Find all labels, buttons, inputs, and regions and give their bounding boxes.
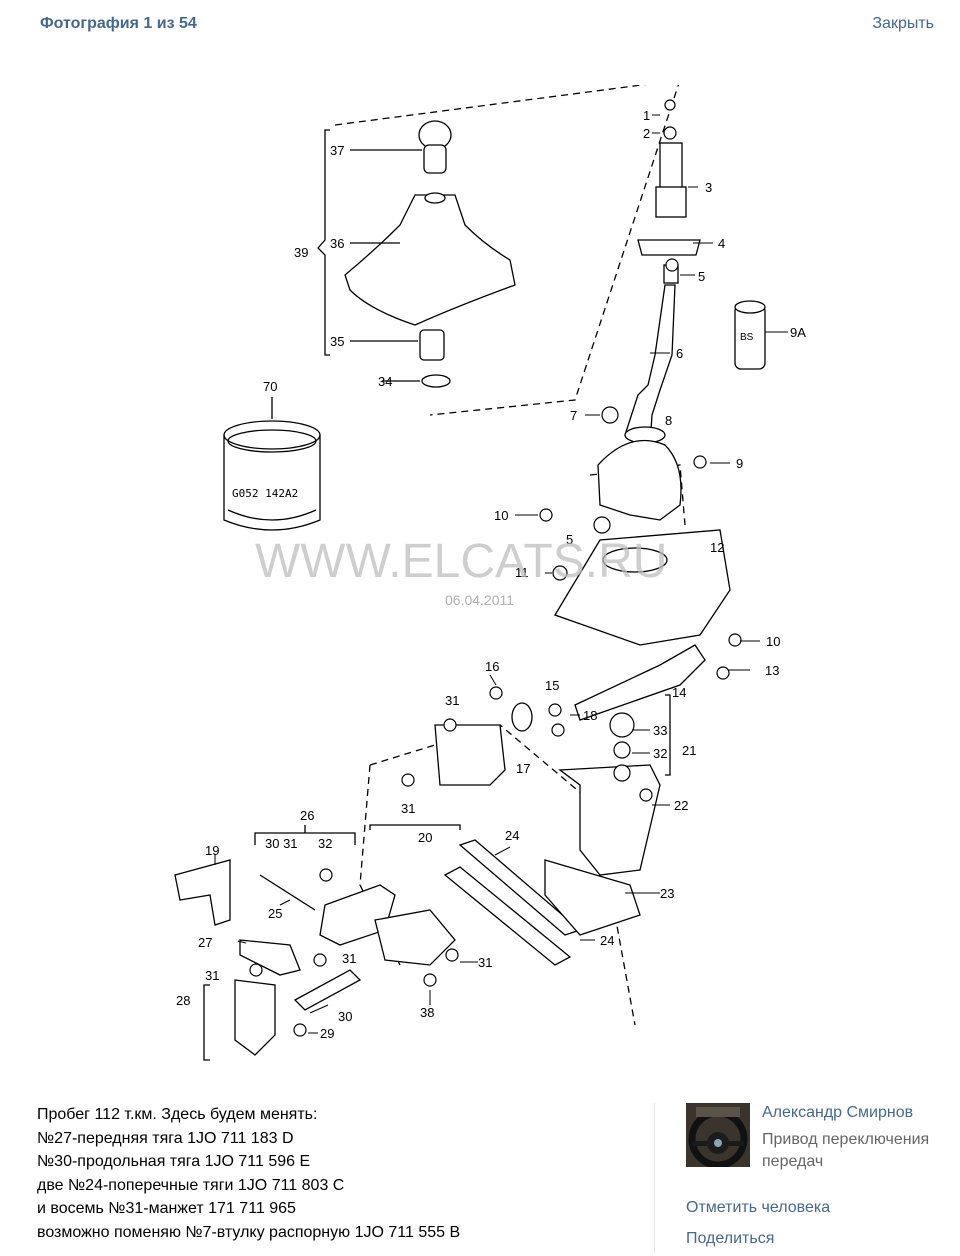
photo-counter: Фотография 1 из 54 xyxy=(40,15,197,32)
svg-text:10: 10 xyxy=(766,634,780,649)
svg-text:24: 24 xyxy=(600,933,614,948)
svg-text:24: 24 xyxy=(505,828,519,843)
svg-text:34: 34 xyxy=(378,374,392,389)
svg-text:36: 36 xyxy=(330,236,344,251)
share-link[interactable]: Поделиться xyxy=(686,1230,775,1247)
svg-text:5: 5 xyxy=(698,269,705,284)
sidebar-divider xyxy=(654,1103,655,1253)
description-line: и восемь №31-манжет 171 711 965 xyxy=(37,1200,296,1217)
svg-text:7: 7 xyxy=(570,408,577,423)
svg-text:25: 25 xyxy=(268,906,282,921)
svg-text:31: 31 xyxy=(205,968,219,983)
description-line: №27-передняя тяга 1JO 711 183 D xyxy=(37,1129,294,1147)
avatar[interactable] xyxy=(686,1103,750,1167)
watermark: WWW.ELCATS.RU xyxy=(255,535,667,588)
svg-text:32: 32 xyxy=(653,746,667,761)
svg-text:18: 18 xyxy=(583,708,597,723)
svg-text:3: 3 xyxy=(705,180,712,195)
svg-text:1: 1 xyxy=(643,108,650,123)
svg-text:10: 10 xyxy=(494,508,508,523)
svg-text:16: 16 xyxy=(485,659,499,674)
album-title[interactable]: Привод переключения передач xyxy=(762,1131,930,1170)
description-line: Пробег 112 т.км. Здесь будем менять: xyxy=(37,1106,318,1123)
svg-text:33: 33 xyxy=(653,723,667,738)
svg-text:12: 12 xyxy=(710,540,724,555)
description-line: возможно поменяю №7-втулку распорную 1JO… xyxy=(37,1223,461,1241)
exploded-diagram-photo: 1 2 3 4 5 6 9A 7 8 9 10 5 12 11 10 13 14… xyxy=(174,85,806,1061)
svg-text:9A: 9A xyxy=(790,325,806,340)
svg-text:17: 17 xyxy=(516,761,530,776)
photo-viewer[interactable]: 1 2 3 4 5 6 9A 7 8 9 10 5 12 11 10 13 14… xyxy=(160,85,820,1065)
svg-text:5: 5 xyxy=(566,532,573,547)
svg-text:29: 29 xyxy=(320,1026,334,1041)
svg-text:27: 27 xyxy=(198,935,212,950)
svg-text:15: 15 xyxy=(545,678,559,693)
svg-text:G052 142A2: G052 142A2 xyxy=(232,487,298,500)
svg-text:37: 37 xyxy=(330,143,344,158)
svg-text:35: 35 xyxy=(330,334,344,349)
svg-text:2: 2 xyxy=(643,126,650,141)
svg-text:6: 6 xyxy=(676,346,683,361)
svg-text:13: 13 xyxy=(765,663,779,678)
svg-text:39: 39 xyxy=(294,245,308,260)
svg-text:70: 70 xyxy=(263,379,277,394)
svg-text:32: 32 xyxy=(318,836,332,851)
svg-text:22: 22 xyxy=(674,798,688,813)
description-line: №30-продольная тяга 1JO 711 596 E xyxy=(37,1153,311,1170)
group-26-sub: 30 31 xyxy=(265,836,298,851)
svg-text:31: 31 xyxy=(401,801,415,816)
svg-text:BS: BS xyxy=(740,332,754,343)
svg-text:28: 28 xyxy=(176,993,190,1008)
close-button[interactable]: Закрыть xyxy=(872,15,934,32)
svg-text:8: 8 xyxy=(665,413,672,428)
svg-text:23: 23 xyxy=(660,886,674,901)
svg-text:4: 4 xyxy=(718,236,725,251)
top-bar: Фотография 1 из 54 Закрыть xyxy=(0,0,960,52)
photo-description: Пробег 112 т.км. Здесь будем менять: №27… xyxy=(37,1103,637,1244)
tag-person-link[interactable]: Отметить человека xyxy=(686,1199,831,1216)
svg-text:14: 14 xyxy=(672,685,686,700)
author-name-link[interactable]: Александр Смирнов xyxy=(762,1104,914,1121)
description-line: две №24-поперечные тяги 1JO 711 803 C xyxy=(37,1176,345,1194)
svg-text:9: 9 xyxy=(736,456,743,471)
svg-text:31: 31 xyxy=(478,955,492,970)
svg-text:26: 26 xyxy=(300,808,314,823)
svg-text:31: 31 xyxy=(445,693,459,708)
svg-text:38: 38 xyxy=(420,1005,434,1020)
svg-text:11: 11 xyxy=(515,565,529,580)
steering-wheel-icon xyxy=(686,1103,750,1167)
svg-text:31: 31 xyxy=(342,951,356,966)
watermark-date: 06.04.2011 xyxy=(445,592,514,608)
svg-text:21: 21 xyxy=(682,743,696,758)
svg-text:19: 19 xyxy=(205,843,219,858)
svg-text:30: 30 xyxy=(338,1009,352,1024)
svg-text:20: 20 xyxy=(418,830,432,845)
